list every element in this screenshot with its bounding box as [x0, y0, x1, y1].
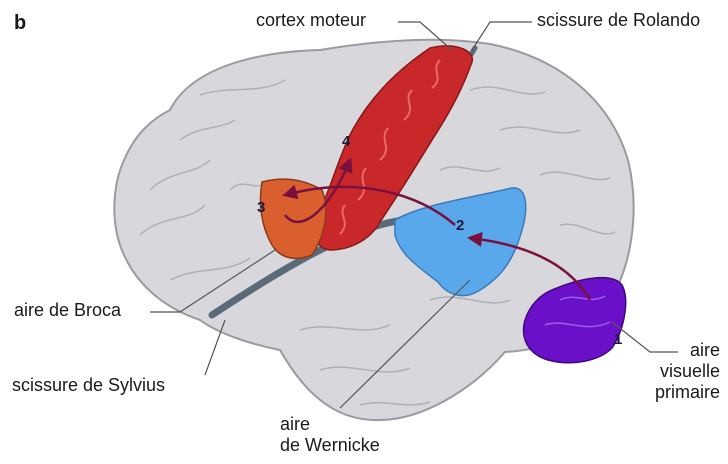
label-visual-line3: primaire — [638, 382, 720, 403]
label-motor-cortex: cortex moteur — [256, 10, 366, 30]
label-wernicke-line2: de Wernicke — [280, 435, 380, 456]
area-number-broca: 3 — [257, 199, 265, 216]
label-rolando: scissure de Rolando — [537, 10, 700, 30]
label-wernicke: aire de Wernicke — [280, 414, 380, 456]
label-visual-line2: visuelle — [638, 361, 720, 382]
figure-letter: b — [14, 13, 26, 33]
label-broca: aire de Broca — [14, 300, 121, 320]
label-visual: aire visuelle primaire — [638, 340, 720, 403]
area-number-motor: 4 — [342, 133, 351, 150]
area-number-visual: 1 — [614, 331, 622, 348]
label-wernicke-line1: aire — [280, 414, 380, 435]
label-sylvius: scissure de Sylvius — [12, 375, 165, 395]
label-visual-line1: aire — [638, 340, 720, 361]
area-number-wernicke: 2 — [456, 217, 464, 234]
